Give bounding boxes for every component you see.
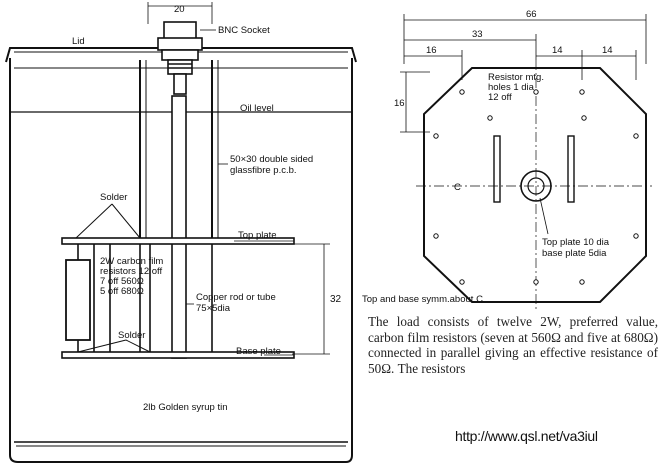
holes-label-line2: holes 1 dia xyxy=(488,82,535,93)
rod-label-line1: Copper rod or tube xyxy=(196,292,276,303)
solder-bottom-label: Solder xyxy=(118,330,145,341)
resistor-label-line2: resistors 12 off xyxy=(100,266,162,277)
solder-top-label: Solder xyxy=(100,192,127,203)
pcb-label-line2: glassfibre p.c.b. xyxy=(230,165,297,176)
caption-text: The load consists of twelve 2W, preferre… xyxy=(368,314,658,376)
dim-32-label: 32 xyxy=(330,294,342,305)
dim-14-a-label: 14 xyxy=(552,45,563,56)
holes-label-line3: 12 off xyxy=(488,92,512,103)
top-plate-label: Top plate xyxy=(238,230,277,241)
left-labels: 20 BNC Socket Lid Oil level 50×30 double… xyxy=(72,4,342,413)
left-diagram xyxy=(5,2,357,463)
symmetry-label: Top and base symm.about C xyxy=(362,294,483,305)
mounting-holes xyxy=(433,89,639,285)
source-url: http://www.qsl.net/va3iul xyxy=(455,428,598,444)
plate-hole-label-line1: Top plate 10 dia xyxy=(542,237,610,248)
right-labels: 66 33 16 14 14 16 Resistor mtg. holes 1 … xyxy=(362,9,613,305)
pcb-label-line1: 50×30 double sided xyxy=(230,154,313,165)
plate-hole-label-line2: base plate 5dia xyxy=(542,248,607,259)
holes-label-line1: Resistor mtg. xyxy=(488,72,544,83)
lid-label: Lid xyxy=(72,36,85,47)
centerline-label: C xyxy=(454,182,461,193)
rod-label-line2: 75×5dia xyxy=(196,303,231,314)
copper-rod xyxy=(171,95,187,359)
slot-left xyxy=(493,135,501,203)
tin-body xyxy=(9,58,353,463)
right-diagram xyxy=(400,14,652,312)
base-plate-label: Base plate xyxy=(236,346,281,357)
dim-20-label: 20 xyxy=(174,4,185,15)
dim-66-label: 66 xyxy=(526,9,537,20)
oil-level-label: Oil level xyxy=(240,103,274,114)
dim-33-label: 33 xyxy=(472,29,483,40)
dim-14-b-label: 14 xyxy=(602,45,613,56)
resistor-label-line4: 5 off 680Ω xyxy=(100,286,144,297)
resistor-stack xyxy=(65,244,213,352)
resistor-label-line3: 7 off 560Ω xyxy=(100,276,144,287)
bnc-socket-label: BNC Socket xyxy=(218,25,270,36)
dim-16-horizontal-label: 16 xyxy=(426,45,437,56)
tin-label: 2lb Golden syrup tin xyxy=(143,402,228,413)
dim-16-vertical-label: 16 xyxy=(394,98,405,109)
plate-octagon xyxy=(423,67,647,303)
slot-right xyxy=(567,135,575,203)
resistor-label-line1: 2W carbon film xyxy=(100,256,163,267)
